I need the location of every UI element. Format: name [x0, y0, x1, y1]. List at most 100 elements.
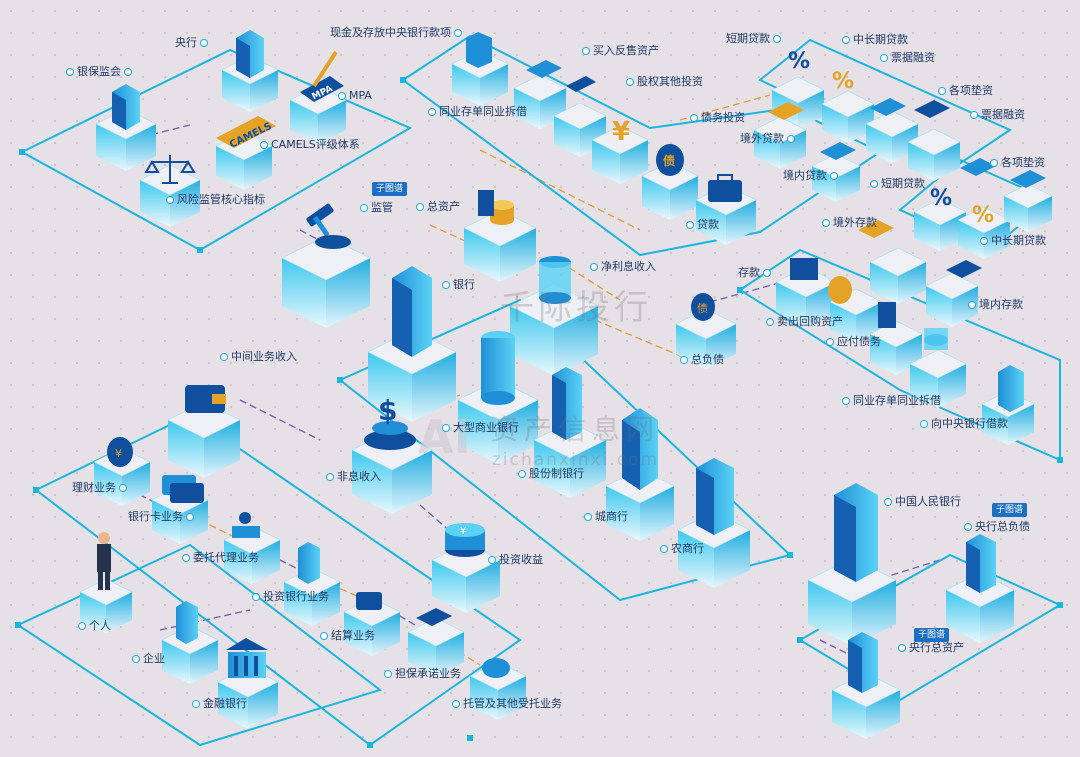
dollar-sculpture-icon-feixi: $ [364, 394, 416, 450]
label-nongshang[interactable]: 农商行 [660, 542, 704, 556]
label-gexiang-1[interactable]: 各项垫资 [938, 84, 993, 98]
svg-text:¥: ¥ [612, 117, 630, 147]
label-zhongjian[interactable]: 中间业务收入 [220, 350, 297, 364]
label-camels[interactable]: CAMELS评级体系 [260, 138, 360, 152]
label-zhongchangqi-2[interactable]: 中长期贷款 [980, 234, 1046, 248]
tag-subgraph-3[interactable]: 子图谱 [914, 628, 950, 642]
label-jingnei-daikuan[interactable]: 境内贷款 [783, 169, 838, 183]
pedestal-cube [1003, 183, 1053, 232]
yuan-symbol-icon: ¥ [612, 117, 630, 147]
label-jinglixi[interactable]: 净利息收入 [590, 260, 656, 274]
businessman-icon-geren [97, 532, 111, 590]
label-jingnei-cunkuan[interactable]: 境内存款 [968, 298, 1023, 312]
building-icon-daxing [481, 331, 515, 405]
pedestal-cube [215, 131, 273, 190]
building-icon-yangxing [236, 30, 264, 78]
label-touzi-shouyi[interactable]: 投资收益 [488, 553, 543, 567]
label-duanqi-daikuan-2[interactable]: 短期贷款 [870, 177, 925, 191]
tag-subgraph-2[interactable]: 子图谱 [992, 503, 1028, 517]
label-yinbaojian[interactable]: 银保监会 [66, 65, 132, 79]
label-yangxing[interactable]: 央行 [175, 36, 208, 50]
pedestal-cube [457, 379, 539, 464]
label-fengxian[interactable]: 风险监管核心指标 [166, 193, 265, 207]
label-geren[interactable]: 个人 [78, 619, 111, 633]
pedestal-cube [407, 617, 465, 676]
label-tongye-cun-1[interactable]: 同业存单同业拆借 [428, 105, 527, 119]
building-icon-chengshang [622, 408, 658, 490]
pedestal-cube [161, 625, 219, 684]
svg-text:¥: ¥ [460, 526, 466, 537]
piggy-bank-icon-tuoguan [482, 658, 510, 678]
label-zhaiquan[interactable]: 债务投资 [690, 111, 745, 125]
label-jinrong[interactable]: 金融银行 [192, 697, 247, 711]
label-qiye[interactable]: 企业 [132, 652, 165, 666]
label-yanghang-fuzhai[interactable]: 央行总负债 [964, 520, 1030, 534]
label-renmin[interactable]: 中国人民银行 [884, 495, 961, 509]
label-tuoguan[interactable]: 托管及其他受托业务 [452, 697, 562, 711]
pedestal-cube [281, 235, 371, 328]
coin-stack-icon-zongzichan [478, 190, 514, 225]
label-piaoju-2[interactable]: 票据融资 [970, 108, 1025, 122]
label-guquan[interactable]: 股权其他投资 [626, 75, 703, 89]
svg-text:%: % [788, 49, 810, 74]
label-zhongchangqi-1[interactable]: 中长期贷款 [842, 33, 908, 47]
building-icon-renmin [834, 483, 878, 582]
label-yinhang[interactable]: 银行 [442, 278, 475, 292]
label-tongye-cun-2[interactable]: 同业存单同业拆借 [842, 394, 941, 408]
label-daikuan[interactable]: 贷款 [686, 218, 719, 232]
label-cunkuan[interactable]: 存款 [738, 266, 771, 280]
label-maichu[interactable]: 卖出回购资产 [766, 315, 843, 329]
percent-icon-2: % [832, 69, 854, 94]
pedestal-cube [869, 320, 923, 375]
svg-text:%: % [832, 69, 854, 94]
label-mpa[interactable]: MPA [338, 89, 372, 103]
bank-building-icon-jinrong [226, 638, 268, 678]
label-zongfuzhai[interactable]: 总负债 [680, 353, 724, 367]
label-chengshang[interactable]: 城商行 [584, 510, 628, 524]
pedestal-cube [925, 272, 979, 327]
tag-subgraph-1[interactable]: 子图谱 [372, 182, 408, 196]
label-xianjin[interactable]: 现金及存放中央银行款项 [330, 26, 462, 40]
label-yingfu[interactable]: 应付债务 [826, 335, 881, 349]
label-licai[interactable]: 理财业务 [72, 481, 127, 495]
building-icon-bank-tower [392, 266, 432, 357]
liability-icons [790, 258, 948, 350]
pedestal-cube [79, 578, 133, 633]
label-touhang[interactable]: 投资银行业务 [252, 590, 329, 604]
label-danbao[interactable]: 担保承诺业务 [384, 667, 461, 681]
label-daxing[interactable]: 大型商业银行 [442, 421, 519, 435]
card-icon-yinhangka [162, 475, 204, 503]
label-yinhangka[interactable]: 银行卡业务 [128, 510, 194, 524]
label-maifan[interactable]: 买入反售资产 [582, 44, 659, 58]
label-jingwai-daikuan[interactable]: 境外贷款 [740, 132, 795, 146]
label-jianguan[interactable]: 监管 [360, 201, 393, 215]
pedestal-cube [677, 511, 751, 588]
label-gufen[interactable]: 股份制银行 [518, 467, 584, 481]
label-jiesuan[interactable]: 结算业务 [320, 629, 375, 643]
label-gexiang-2[interactable]: 各项垫资 [990, 156, 1045, 170]
label-xiangzhongyang[interactable]: 向中央银行借款 [920, 417, 1008, 431]
briefcase-icon-daikuan [708, 174, 742, 202]
label-jingwai-cunkuan[interactable]: 境外存款 [822, 216, 877, 230]
label-duanqi-daikuan-1[interactable]: 短期贷款 [726, 32, 781, 46]
label-piaoju-1[interactable]: 票据融资 [880, 51, 935, 65]
label-weituo[interactable]: 委托代理业务 [182, 551, 259, 565]
pedestal-cube [167, 401, 241, 478]
svg-text:%: % [930, 186, 952, 211]
pedestal-cube [675, 308, 737, 369]
wallet-icon-jiesuan [356, 592, 382, 610]
person-desk-icon-weituo [232, 512, 260, 538]
label-zongzichan[interactable]: 总资产 [416, 200, 460, 214]
percent-icon-3: % [930, 186, 952, 211]
percent-icon-4: % [972, 203, 994, 228]
svg-text:¥: ¥ [115, 447, 122, 460]
pedestal-cube [811, 153, 861, 202]
pedestal-cube [913, 198, 967, 251]
pedestal-cube [509, 283, 599, 376]
label-feixi[interactable]: 非息收入 [326, 470, 381, 484]
building-icon-yinbaojian [112, 84, 140, 130]
building-icon-nongshang [696, 458, 734, 535]
scale-icon [144, 155, 196, 184]
label-yanghang-zichan[interactable]: 央行总资产 [898, 641, 964, 655]
building-icon-xiangzhongyang [998, 365, 1024, 412]
